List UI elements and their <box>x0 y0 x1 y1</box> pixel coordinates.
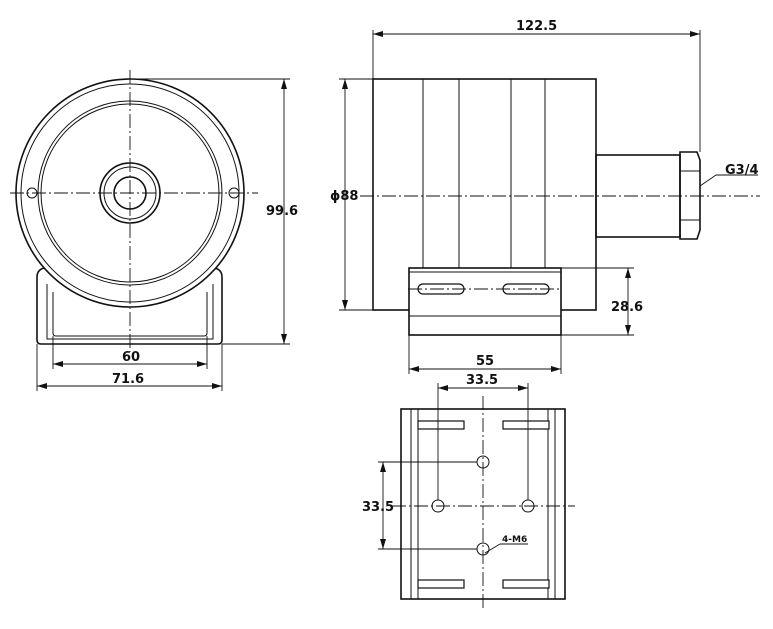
side-diameter-arrow-bottom <box>342 300 348 310</box>
front-bracket-outline <box>36 267 223 345</box>
bracket-hspacing-arrow-left <box>438 385 448 391</box>
front-height-arrow-top <box>281 79 287 89</box>
bracket-slot-bottom-left <box>417 579 465 589</box>
bracket-vspacing-arrow-bottom <box>380 539 386 549</box>
bracket-vspacing-arrow-top <box>380 462 386 472</box>
bracket-height-arrow-top <box>625 268 631 278</box>
front-width-inner-label: 60 <box>122 350 140 365</box>
front-bracket-outline-left <box>36 267 45 278</box>
front-view: 99.6 60 71.6 <box>10 70 298 391</box>
bracket-height-label: 28.6 <box>611 300 643 315</box>
side-length-arrow-left <box>373 31 383 37</box>
side-view: 122.5 ϕ88 G3/4 28.6 55 <box>330 19 760 374</box>
bracket-plate <box>400 408 566 600</box>
bracket-hspacing-label: 33.5 <box>466 373 498 388</box>
bracket-height-arrow-bottom <box>625 325 631 335</box>
bracket-width-arrow-right <box>551 366 561 372</box>
front-width-inner-arrow-left <box>53 361 63 367</box>
side-length-label: 122.5 <box>516 19 557 34</box>
side-diameter-arrow-top <box>342 79 348 89</box>
front-height-arrow-bottom <box>281 334 287 344</box>
bracket-slot-bottom-right <box>502 579 550 589</box>
bracket-vspacing-label: 33.5 <box>362 500 394 515</box>
front-width-outer-label: 71.6 <box>112 372 144 387</box>
front-height-label: 99.6 <box>266 204 298 219</box>
side-diameter-label: ϕ88 <box>330 189 358 204</box>
thread-label: G3/4 <box>725 163 759 178</box>
bracket-slot-top-left <box>417 420 465 430</box>
bracket-view: 33.5 33.5 4-M6 <box>362 373 575 608</box>
front-width-inner-arrow-right <box>197 361 207 367</box>
bracket-hspacing-arrow-right <box>518 385 528 391</box>
bracket-width-arrow-left <box>409 366 419 372</box>
side-port-nut <box>679 151 701 240</box>
side-bracket <box>408 267 562 336</box>
thread-leader <box>699 174 717 187</box>
bracket-width-label: 55 <box>476 354 494 369</box>
bracket-slot-top-right <box>502 420 550 430</box>
front-width-outer-arrow-left <box>37 383 47 389</box>
hole-spec-label: 4-M6 <box>502 535 527 545</box>
front-width-outer-arrow-right <box>212 383 222 389</box>
hole-spec-leader <box>484 543 501 554</box>
side-length-arrow-right <box>690 31 700 37</box>
